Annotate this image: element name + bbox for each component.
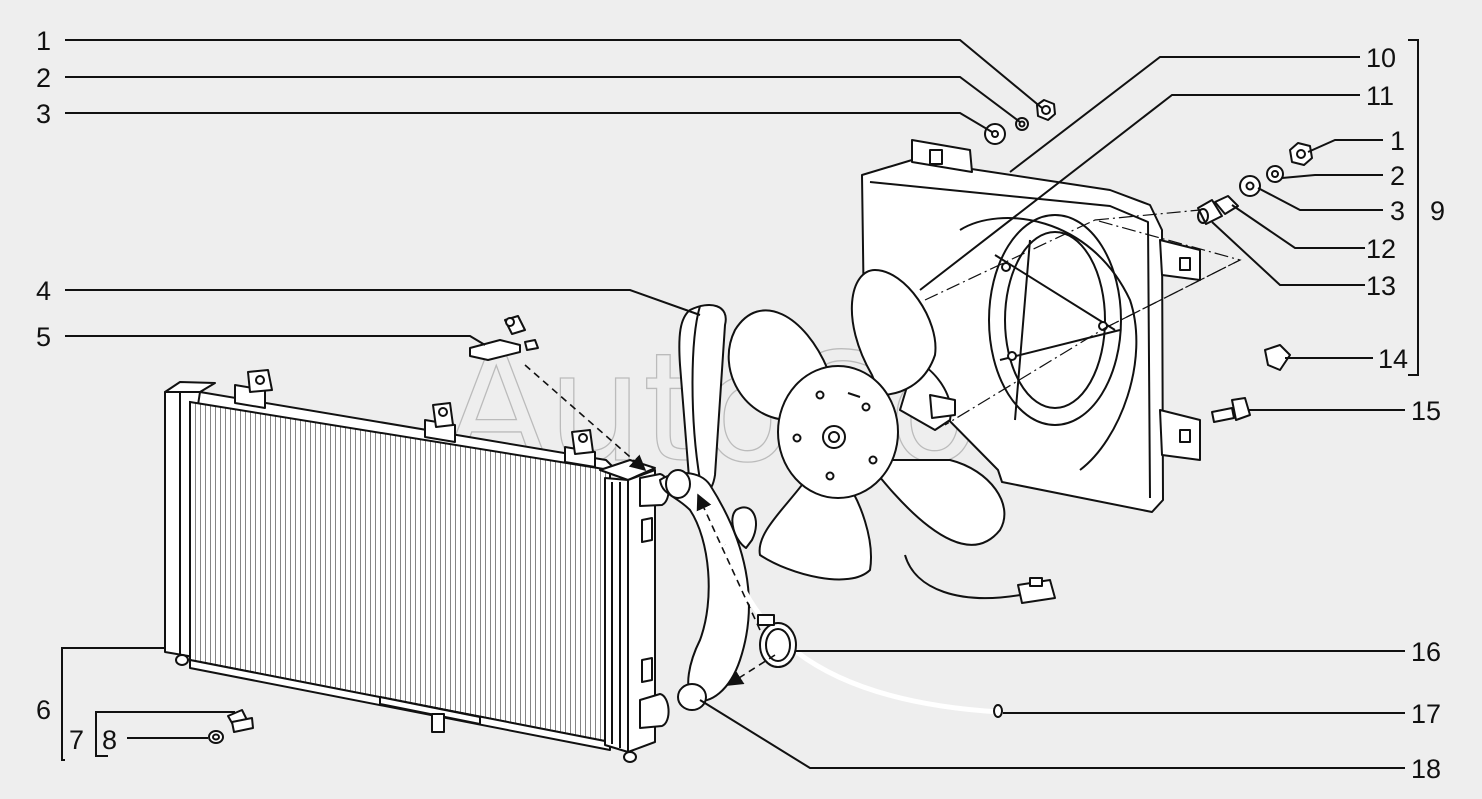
lower-outlet-pipe	[639, 693, 670, 729]
right-tank-side	[604, 477, 629, 753]
motor-mount	[929, 394, 956, 419]
callout-label-1: 1	[36, 26, 51, 56]
connector-latch	[1029, 577, 1043, 587]
fan-blade	[865, 459, 1006, 546]
assembly-arrow-hose-upper	[696, 493, 761, 631]
bracket-hole-upper	[1179, 257, 1191, 271]
fan-assembly	[727, 269, 1056, 604]
small-parts	[208, 99, 1313, 744]
callout-label-7: 7	[69, 725, 84, 755]
assembly-arrow-bracket	[524, 364, 647, 472]
assembly-guides	[524, 209, 1242, 686]
callout-label-8: 8	[102, 725, 117, 755]
callout-label-14: 14	[1378, 344, 1408, 374]
bottom-strip	[379, 696, 481, 725]
nut-part-1	[1036, 99, 1056, 121]
hose-end	[677, 683, 707, 711]
callout-label-11: 11	[1366, 81, 1394, 111]
bracket-part-5	[469, 339, 521, 361]
hub-hole	[825, 471, 835, 481]
bracket-group-7	[95, 711, 235, 757]
plug-part-7-thread	[231, 717, 254, 733]
hub-hole	[792, 433, 802, 443]
bracket-group-9	[1408, 39, 1419, 376]
nut-part-1-right	[1289, 142, 1313, 166]
pipe-stub	[641, 657, 653, 683]
radiator	[164, 369, 670, 763]
callout-label-13: 13	[1366, 271, 1396, 301]
assembly-arrow-hose-lower	[726, 654, 776, 686]
callout-label-16: 16	[1411, 637, 1441, 667]
washer-part-8	[208, 730, 224, 744]
bushing-part-12	[1214, 195, 1239, 215]
left-tank-top	[164, 381, 216, 393]
shroud-hole	[1007, 351, 1017, 361]
shroud-slot	[929, 149, 943, 165]
hose-end	[665, 469, 691, 499]
grommet-part-13	[1197, 199, 1223, 225]
hub-hole	[868, 455, 878, 465]
clip-part-14	[1264, 344, 1291, 371]
callout-label-18: 18	[1411, 754, 1441, 784]
bolt-part-15-head	[1231, 397, 1251, 421]
bottom-peg	[431, 713, 445, 733]
hub-nut	[822, 425, 846, 449]
hub-hole	[861, 402, 871, 412]
callout-label-3: 3	[36, 99, 51, 129]
callout-label-2-right: 2	[1390, 161, 1405, 191]
bolt-part-15-shank	[1211, 407, 1235, 423]
callout-label-3-right: 3	[1390, 196, 1405, 226]
callout-label-9: 9	[1430, 196, 1445, 226]
shroud-opening	[988, 214, 1122, 426]
callout-label-17: 17	[1411, 699, 1441, 729]
callout-label-2: 2	[36, 63, 51, 93]
hoses	[659, 304, 1003, 718]
washer-part-3	[984, 123, 1006, 145]
right-drain-stub	[623, 751, 637, 763]
callout-label-10: 10	[1366, 43, 1396, 73]
hub-hole	[815, 390, 825, 400]
leader-lines	[61, 39, 1419, 769]
left-drain-stub	[175, 654, 189, 666]
hose-end-upper	[731, 506, 757, 549]
fan-blade	[850, 269, 937, 396]
clamp-screw	[757, 614, 775, 626]
callout-label-15: 15	[1411, 396, 1441, 426]
callout-label-12: 12	[1366, 234, 1396, 264]
callout-label-6: 6	[36, 695, 51, 725]
shroud-hole	[1001, 262, 1011, 272]
callout-label-1-right: 1	[1390, 126, 1405, 156]
bracket-group-6	[61, 647, 165, 761]
fan-wire	[904, 554, 1021, 599]
pipe-stub	[641, 517, 653, 543]
bracket-hole-lower	[1179, 429, 1191, 443]
washer-part-2-right	[1266, 165, 1284, 183]
callout-label-4: 4	[36, 276, 51, 306]
callout-label-5: 5	[36, 322, 51, 352]
overflow-tube-17	[722, 544, 1001, 715]
washer-part-3-right	[1239, 175, 1261, 197]
callout-labels: 1 2 3 4 5 6 7 8 10 11 1 2 3 12 13 14 9 1…	[36, 26, 1445, 784]
